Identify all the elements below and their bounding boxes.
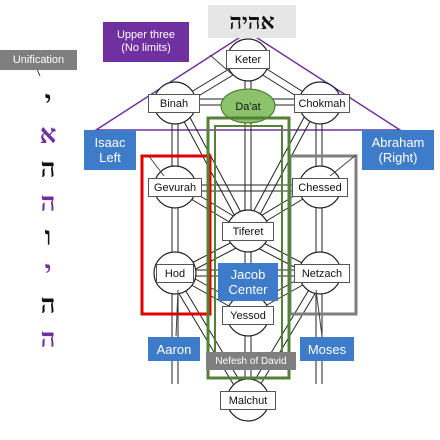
jacob-line2: Center [228,282,268,297]
chessed-label: Chessed [292,178,348,197]
abraham-line2: (Right) [378,150,418,165]
abraham-callout: Abraham (Right) [362,130,434,170]
nefesh-of-david-label: Nefesh of David [206,352,296,370]
binah-label: Binah [148,94,200,113]
unification-letter: ה [40,324,56,354]
callout-pointers [35,54,357,337]
center-green-frame-outer [206,116,291,380]
hebrew-title: אהיה [208,5,296,38]
unification-letter: י [44,256,52,286]
unification-letter: א [39,120,57,150]
unification-letter: י [44,86,52,116]
unification-letter: ה [40,290,56,320]
aaron-callout: Aaron [148,337,200,361]
unification-letter: ו [44,222,52,252]
daat-ellipse [220,88,276,124]
unification-tag: Unification [0,50,77,70]
upper-three-line2: (No limits) [121,42,171,54]
gevurah-label: Gevurah [148,178,202,197]
hod-label: Hod [156,264,194,283]
daat-label: Da'at [235,100,261,113]
moses-callout: Moses [300,337,354,361]
left-red-frame [140,154,212,316]
chokmah-label: Chokmah [294,94,350,113]
yessod-label: Yessod [222,306,274,325]
abraham-line1: Abraham [371,135,425,150]
malchut-label: Malchut [220,391,276,410]
upper-three-triangle [93,31,403,131]
tiferet-label: Tiferet [222,222,274,241]
keter-label: Keter [226,50,270,69]
isaac-line1: Isaac [94,135,126,150]
upper-three-callout: Upper three (No limits) [103,22,189,62]
jacob-line1: Jacob [230,267,266,282]
isaac-callout: Isaac Left [84,130,136,170]
isaac-line2: Left [99,150,121,165]
unification-letter: ה [40,154,56,184]
jacob-callout: Jacob Center [218,263,278,301]
unification-letter: ה [40,188,56,218]
netzach-label: Netzach [294,264,350,283]
upper-three-line1: Upper three [116,29,176,41]
